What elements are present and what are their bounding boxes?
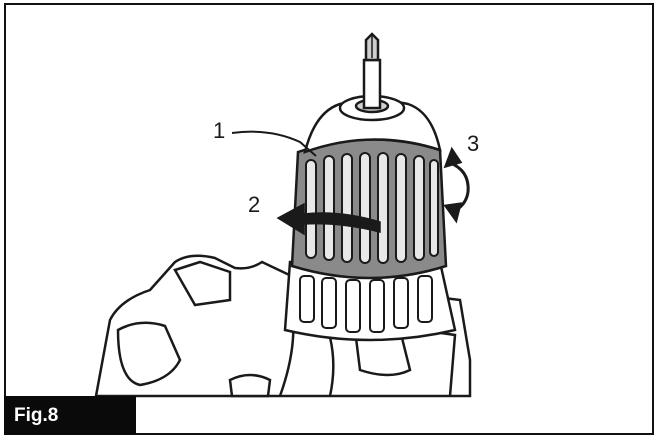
callout-3: 3 [467,131,480,156]
callout-1-leader [231,130,317,157]
figure-border [4,3,654,435]
drill-bit [362,32,382,110]
rotate-arrow-icon [443,146,470,224]
figure-label: Fig.8 [4,396,136,435]
chuck-sleeve [290,138,448,280]
rear-collar [283,260,457,342]
pull-arrow-icon [276,202,381,236]
callout-2: 2 [248,192,261,217]
callout-1: 1 [213,118,226,143]
